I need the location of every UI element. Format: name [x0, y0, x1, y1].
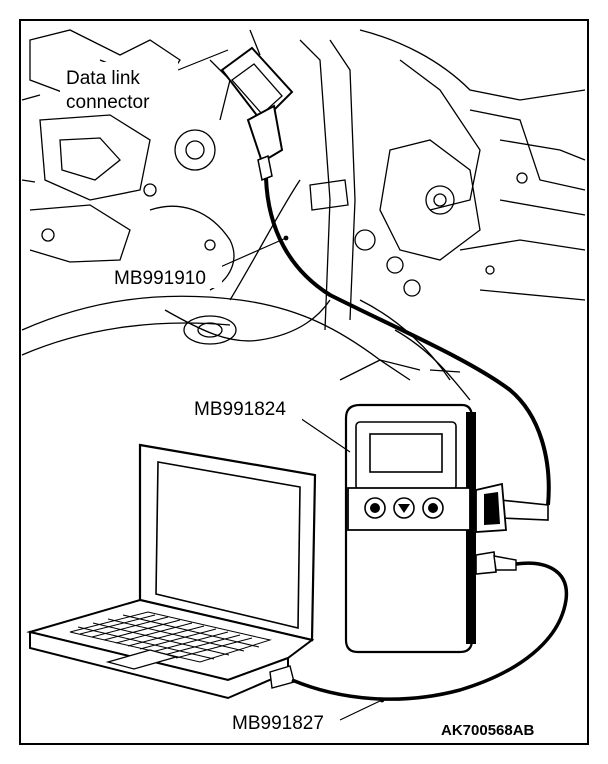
connector-label-background [60, 62, 178, 114]
vci-down-arrow-button [393, 497, 415, 519]
leader-lines [177, 49, 383, 721]
mb991824-label-background [190, 396, 302, 420]
leader-dot-mb991827 [379, 697, 385, 703]
mb991910-label-background [110, 264, 222, 288]
leader-mb991827 [339, 699, 383, 721]
leader-dot-mb991910 [283, 235, 289, 241]
cable-mb991910-highlight [265, 177, 550, 506]
vci-esc-button [364, 497, 386, 519]
laptop-touchpad [105, 649, 179, 670]
vci-display-screen [369, 433, 443, 473]
leader-data-link-connector [177, 49, 229, 71]
vci-scan-tool [344, 403, 517, 654]
data-link-connector-label-line1: Data link [66, 68, 140, 89]
vehicle-interior-background [21, 29, 586, 401]
vci-enter-button [422, 497, 444, 519]
cable-mb991827-highlight [291, 562, 568, 700]
leader-mb991824 [299, 417, 351, 453]
scan-tool-mb991824-label: MB991824 [194, 399, 286, 420]
laptop-screen [155, 461, 301, 630]
data-link-connector-label-line2: connector [66, 92, 150, 113]
obd-adapter-plug [220, 46, 294, 182]
figure-code: AK700568AB [441, 722, 535, 739]
cable-mb991910-label: MB991910 [114, 268, 206, 289]
vci-usb-port [475, 551, 497, 575]
leader-mb991910 [217, 237, 287, 269]
cable-mb991827-label: MB991827 [232, 713, 324, 734]
vci-side-grip [466, 412, 476, 644]
laptop-pc [26, 443, 317, 700]
